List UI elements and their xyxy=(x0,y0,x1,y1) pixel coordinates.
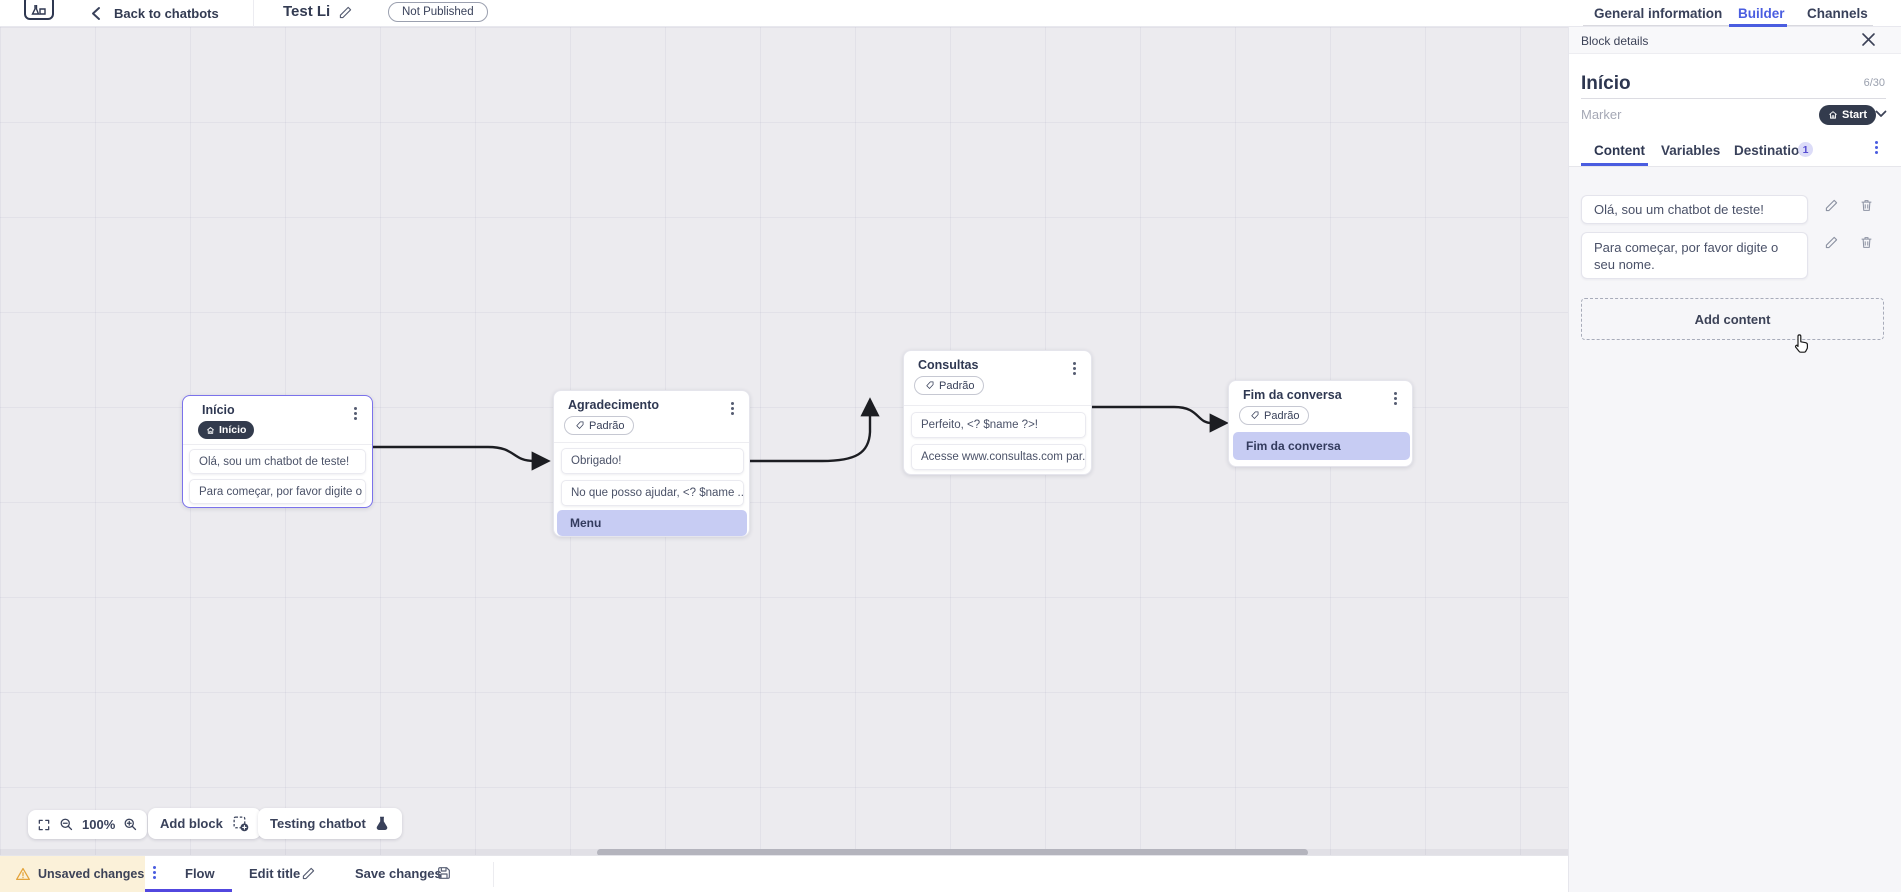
content-tab-underline xyxy=(1581,163,1648,166)
top-bar: Back to chatbots Test Li Not Published G… xyxy=(0,0,1901,27)
horizontal-scrollbar-thumb[interactable] xyxy=(597,849,1308,856)
node-divider xyxy=(183,444,372,445)
node-message-row[interactable]: Para começar, por favor digite o ... xyxy=(189,479,366,504)
content-item[interactable]: Olá, sou um chatbot de teste! xyxy=(1581,195,1808,224)
panel-header-title: Block details xyxy=(1581,34,1649,48)
bottom-bar: Unsaved changes Flow Edit title Save cha… xyxy=(0,855,1568,892)
flow-node-inicio[interactable]: Início Início Olá, sou um chatbot de tes… xyxy=(182,395,373,508)
tabs-bottom-border xyxy=(1583,25,1873,26)
name-char-counter: 6/30 xyxy=(1863,77,1885,89)
node-title: Início xyxy=(202,403,235,417)
flask-icon xyxy=(374,815,390,832)
bottombar-kebab-menu-icon[interactable] xyxy=(153,864,156,881)
node-menu-row[interactable]: Menu xyxy=(557,510,747,536)
node-title: Fim da conversa xyxy=(1243,388,1342,402)
node-message-row[interactable]: Acesse www.consultas.com par... xyxy=(911,444,1086,470)
tag-icon xyxy=(576,421,584,429)
tab-flow[interactable]: Flow xyxy=(185,866,215,881)
panel-header: Block details xyxy=(1569,27,1901,54)
edit-content-icon[interactable] xyxy=(1824,235,1839,250)
node-title: Consultas xyxy=(918,358,979,372)
unsaved-changes-indicator: Unsaved changes xyxy=(0,856,145,892)
app-logo-icon xyxy=(24,0,54,20)
edit-content-icon[interactable] xyxy=(1824,198,1839,213)
delete-content-icon[interactable] xyxy=(1859,235,1874,250)
panel-tab-variables[interactable]: Variables xyxy=(1661,143,1721,158)
fullscreen-icon[interactable] xyxy=(37,818,51,832)
marker-chevron-down-icon[interactable] xyxy=(1875,110,1887,118)
node-divider xyxy=(554,442,749,443)
zoom-controls: 100% xyxy=(28,810,148,839)
zoom-in-icon[interactable] xyxy=(123,817,138,832)
chatbot-title: Test Li xyxy=(283,3,331,20)
tab-general-information[interactable]: General information xyxy=(1594,6,1723,21)
testing-chatbot-button[interactable]: Testing chatbot xyxy=(258,808,402,839)
zoom-level: 100% xyxy=(82,817,116,832)
node-message-row[interactable]: Olá, sou um chatbot de teste! xyxy=(189,449,366,474)
flow-tab-underline xyxy=(145,889,232,892)
flow-node-fim-da-conversa[interactable]: Fim da conversa Padrão Fim da conversa xyxy=(1228,380,1413,467)
node-type-badge: Padrão xyxy=(914,376,985,395)
node-end-row[interactable]: Fim da conversa xyxy=(1233,432,1410,460)
save-icon[interactable] xyxy=(436,865,452,881)
tab-channels[interactable]: Channels xyxy=(1807,6,1868,21)
node-type-badge: Padrão xyxy=(1239,406,1310,425)
node-start-badge: Início xyxy=(198,421,255,439)
panel-body: Olá, sou um chatbot de teste! Para começ… xyxy=(1569,167,1901,892)
panel-tab-destination[interactable]: Destination xyxy=(1734,143,1808,158)
tag-icon xyxy=(926,381,934,389)
save-changes-button[interactable]: Save changes xyxy=(355,866,442,881)
panel-tabs-divider xyxy=(1569,166,1901,167)
content-item[interactable]: Para começar, por favor digite o seu nom… xyxy=(1581,232,1808,279)
flow-node-consultas[interactable]: Consultas Padrão Perfeito, <? $name ?>! … xyxy=(903,350,1092,475)
back-chevron-icon[interactable] xyxy=(90,6,102,21)
home-icon xyxy=(207,426,214,434)
builder-tab-underline xyxy=(1729,24,1787,27)
add-block-button[interactable]: Add block xyxy=(148,808,261,839)
flow-node-agradecimento[interactable]: Agradecimento Padrão Obrigado! No que po… xyxy=(553,390,750,537)
edit-chatbot-title-icon[interactable] xyxy=(338,5,353,20)
node-kebab-menu-icon[interactable] xyxy=(1394,390,1397,407)
zoom-out-icon[interactable] xyxy=(59,817,74,832)
marker-start-button[interactable]: Start xyxy=(1819,105,1877,125)
node-message-row[interactable]: Perfeito, <? $name ?>! xyxy=(911,412,1086,438)
block-name-field[interactable]: Início xyxy=(1581,73,1631,94)
tag-icon xyxy=(1251,411,1259,419)
edit-title-button[interactable]: Edit title xyxy=(249,866,301,881)
node-kebab-menu-icon[interactable] xyxy=(731,400,734,417)
marker-label: Marker xyxy=(1581,107,1622,122)
back-to-chatbots-link[interactable]: Back to chatbots xyxy=(114,6,219,21)
delete-content-icon[interactable] xyxy=(1859,198,1874,213)
node-divider xyxy=(904,405,1091,406)
node-title: Agradecimento xyxy=(568,398,659,412)
destination-count-badge: 1 xyxy=(1798,142,1813,157)
panel-tab-content[interactable]: Content xyxy=(1594,143,1645,158)
status-badge: Not Published xyxy=(388,2,488,22)
bottombar-divider xyxy=(493,862,494,887)
pencil-icon[interactable] xyxy=(301,866,316,881)
node-message-row[interactable]: Obrigado! xyxy=(561,448,744,474)
block-details-panel: Block details Início 6/30 Marker Start C… xyxy=(1568,27,1901,892)
warning-icon xyxy=(15,867,31,881)
home-icon xyxy=(1829,111,1837,119)
topbar-divider xyxy=(253,0,254,27)
node-message-row[interactable]: No que posso ajudar, <? $name ... xyxy=(561,480,744,506)
node-kebab-menu-icon[interactable] xyxy=(1073,360,1076,377)
panel-kebab-menu-icon[interactable] xyxy=(1875,139,1878,156)
add-content-button[interactable]: Add content xyxy=(1581,298,1884,340)
close-icon[interactable] xyxy=(1861,32,1876,47)
tab-builder[interactable]: Builder xyxy=(1738,6,1785,21)
add-block-icon xyxy=(232,815,249,832)
node-type-badge: Padrão xyxy=(564,416,635,435)
node-kebab-menu-icon[interactable] xyxy=(354,405,357,422)
name-underline xyxy=(1581,98,1886,99)
